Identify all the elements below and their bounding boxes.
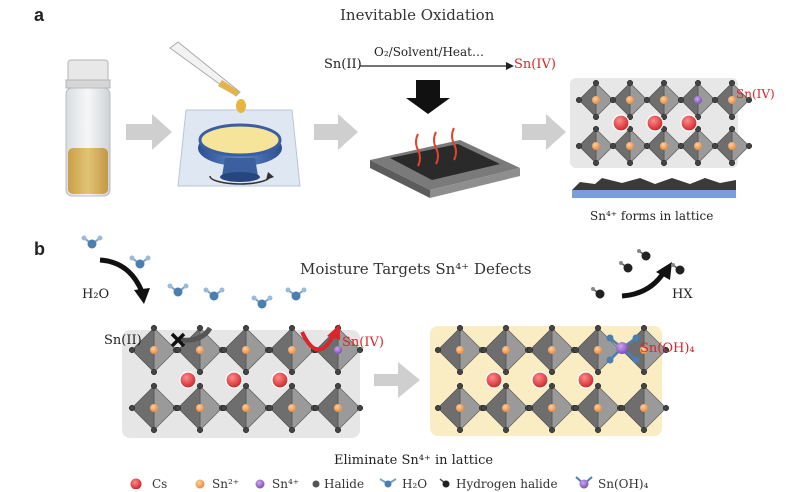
hotplate xyxy=(370,80,520,198)
oxidized-lattice-a xyxy=(570,78,753,198)
octahedron xyxy=(711,79,753,121)
legend-halide-dot xyxy=(312,480,320,488)
blocked-attack-arrow xyxy=(179,326,213,343)
octahedron xyxy=(480,324,532,376)
legend: Cs Sn²⁺ Sn⁴⁺ Halide H₂O Hydrogen halide … xyxy=(120,478,800,492)
cs-atom xyxy=(225,371,243,389)
hx-label: HX xyxy=(672,287,693,302)
panel-b-letter: b xyxy=(34,239,45,259)
reaction-conditions: O₂/Solvent/Heat… xyxy=(374,45,484,59)
panel-b-caption: Eliminate Sn⁴⁺ in lattice xyxy=(334,453,494,468)
cs-atom xyxy=(612,114,630,132)
hx-molecule xyxy=(637,249,651,261)
legend-label-snoh4: Sn(OH)₄ xyxy=(598,477,649,491)
hx-molecule xyxy=(671,263,685,275)
legend-cs-dot xyxy=(130,478,142,489)
product-label: Sn(OH)₄ xyxy=(640,341,695,356)
octahedron xyxy=(434,382,486,434)
water-molecule xyxy=(129,255,151,269)
octahedron xyxy=(618,382,670,434)
water-molecule xyxy=(251,295,273,309)
legend-water-glyph xyxy=(384,480,392,488)
reaction-arrowhead xyxy=(506,62,514,70)
panel-a-caption: Sn⁴⁺ forms in lattice xyxy=(590,209,714,223)
moisture-curved-arrow xyxy=(99,257,145,293)
legend-hx-glyph xyxy=(442,480,450,488)
legend-sn2-dot xyxy=(195,479,205,489)
water-label: H₂O xyxy=(82,287,110,302)
lattice-sn2-label: Sn(II) xyxy=(104,333,142,348)
octahedron xyxy=(572,382,624,434)
octahedron xyxy=(677,125,719,167)
defect-attack-arrow xyxy=(300,331,336,352)
water-molecule xyxy=(285,287,307,301)
hx-molecule xyxy=(619,261,633,273)
octahedron xyxy=(128,324,180,376)
film-surface xyxy=(572,178,736,190)
cs-atom xyxy=(680,114,698,132)
process-arrow-3 xyxy=(522,114,566,150)
octahedron xyxy=(677,79,719,121)
octahedron xyxy=(711,125,753,167)
defect-sn4-label: Sn(IV) xyxy=(342,335,384,350)
cs-atom xyxy=(179,371,197,389)
water-molecule xyxy=(81,235,103,249)
octahedron xyxy=(575,125,617,167)
octahedron xyxy=(266,324,318,376)
water-molecule xyxy=(203,287,225,301)
octahedron xyxy=(480,382,532,434)
sn-oh4-molecule xyxy=(606,334,640,364)
reaction-left: Sn(II) xyxy=(324,57,362,72)
legend-label-sn4: Sn⁴⁺ xyxy=(272,477,300,491)
legend-label-hx: Hydrogen halide xyxy=(456,477,558,491)
octahedron xyxy=(609,79,651,121)
legend-sn4-dot xyxy=(255,479,265,489)
water-molecule xyxy=(167,283,189,297)
octahedron xyxy=(526,324,578,376)
legend-glyphs xyxy=(130,476,593,489)
process-arrow-b xyxy=(374,362,420,398)
solution-vial xyxy=(65,59,111,197)
cs-atom xyxy=(485,371,503,389)
octahedron xyxy=(174,382,226,434)
panel-b-title: Moisture Targets Sn⁴⁺ Defects xyxy=(300,260,532,278)
panel-a-letter: a xyxy=(34,5,45,25)
legend-label-sn2: Sn²⁺ xyxy=(212,477,240,491)
process-arrow-1 xyxy=(126,114,172,150)
panel-a-title: Inevitable Oxidation xyxy=(340,6,495,24)
octahedron xyxy=(220,324,272,376)
blocked-cross xyxy=(170,332,186,348)
octahedron xyxy=(220,382,272,434)
octahedron xyxy=(128,382,180,434)
reaction-right: Sn(IV) xyxy=(514,57,556,72)
cs-atom xyxy=(271,371,289,389)
cs-atom xyxy=(577,371,595,389)
legend-label-halide: Halide xyxy=(324,477,365,491)
legend-label-water: H₂O xyxy=(402,477,428,491)
legend-label-cs: Cs xyxy=(152,477,168,491)
film-substrate xyxy=(572,190,736,198)
spin-coater xyxy=(169,41,301,187)
hx-curved-arrow xyxy=(621,270,667,299)
process-arrow-2 xyxy=(314,114,358,150)
hydrogen-halide-molecules xyxy=(591,249,685,299)
hx-molecule xyxy=(591,287,605,299)
octahedron xyxy=(312,382,364,434)
lattice-a-sn4-label: Sn(IV) xyxy=(736,87,775,101)
cs-atom xyxy=(531,371,549,389)
cs-atom xyxy=(646,114,664,132)
legend-snoh4-glyph xyxy=(579,479,589,489)
octahedron xyxy=(266,382,318,434)
octahedron xyxy=(526,382,578,434)
